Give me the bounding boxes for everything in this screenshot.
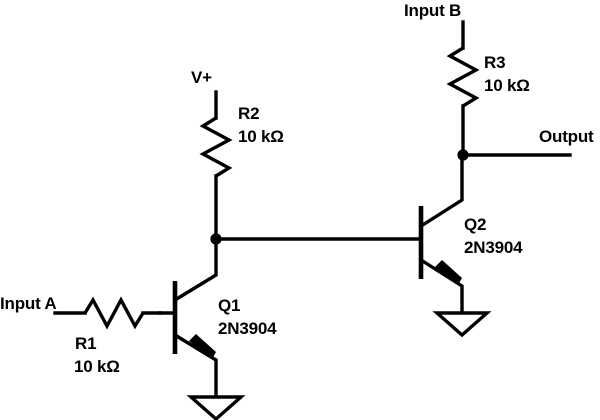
- component-label-r1-name: R1: [75, 334, 97, 353]
- component-label-q2-part: 2N3904: [464, 238, 523, 257]
- ground-symbol-q1: [186, 395, 246, 420]
- transistor-q2-symbol: [418, 153, 464, 315]
- terminal-label-output: Output: [539, 127, 594, 146]
- terminal-label-input-b: Input B: [404, 1, 462, 20]
- terminal-label-input-a: Input A: [0, 294, 57, 313]
- component-label-r3-value: 10 kΩ: [484, 76, 530, 95]
- component-label-r3-name: R3: [484, 53, 506, 72]
- component-label-q1-name: Q1: [218, 296, 241, 315]
- component-label-r1-value: 10 kΩ: [74, 357, 120, 376]
- component-label-q2-name: Q2: [464, 215, 487, 234]
- terminal-label-vplus: V+: [191, 68, 212, 87]
- resistor-r2-symbol: [199, 116, 233, 241]
- component-label-q1-part: 2N3904: [218, 319, 277, 338]
- resistor-r1-symbol: [53, 296, 162, 330]
- component-label-r2-value: 10 kΩ: [238, 127, 284, 146]
- ground-symbol-q2: [432, 311, 492, 338]
- resistor-r3-symbol: [446, 46, 480, 157]
- component-label-r2-name: R2: [238, 104, 260, 123]
- transistor-q1-symbol: [158, 237, 218, 399]
